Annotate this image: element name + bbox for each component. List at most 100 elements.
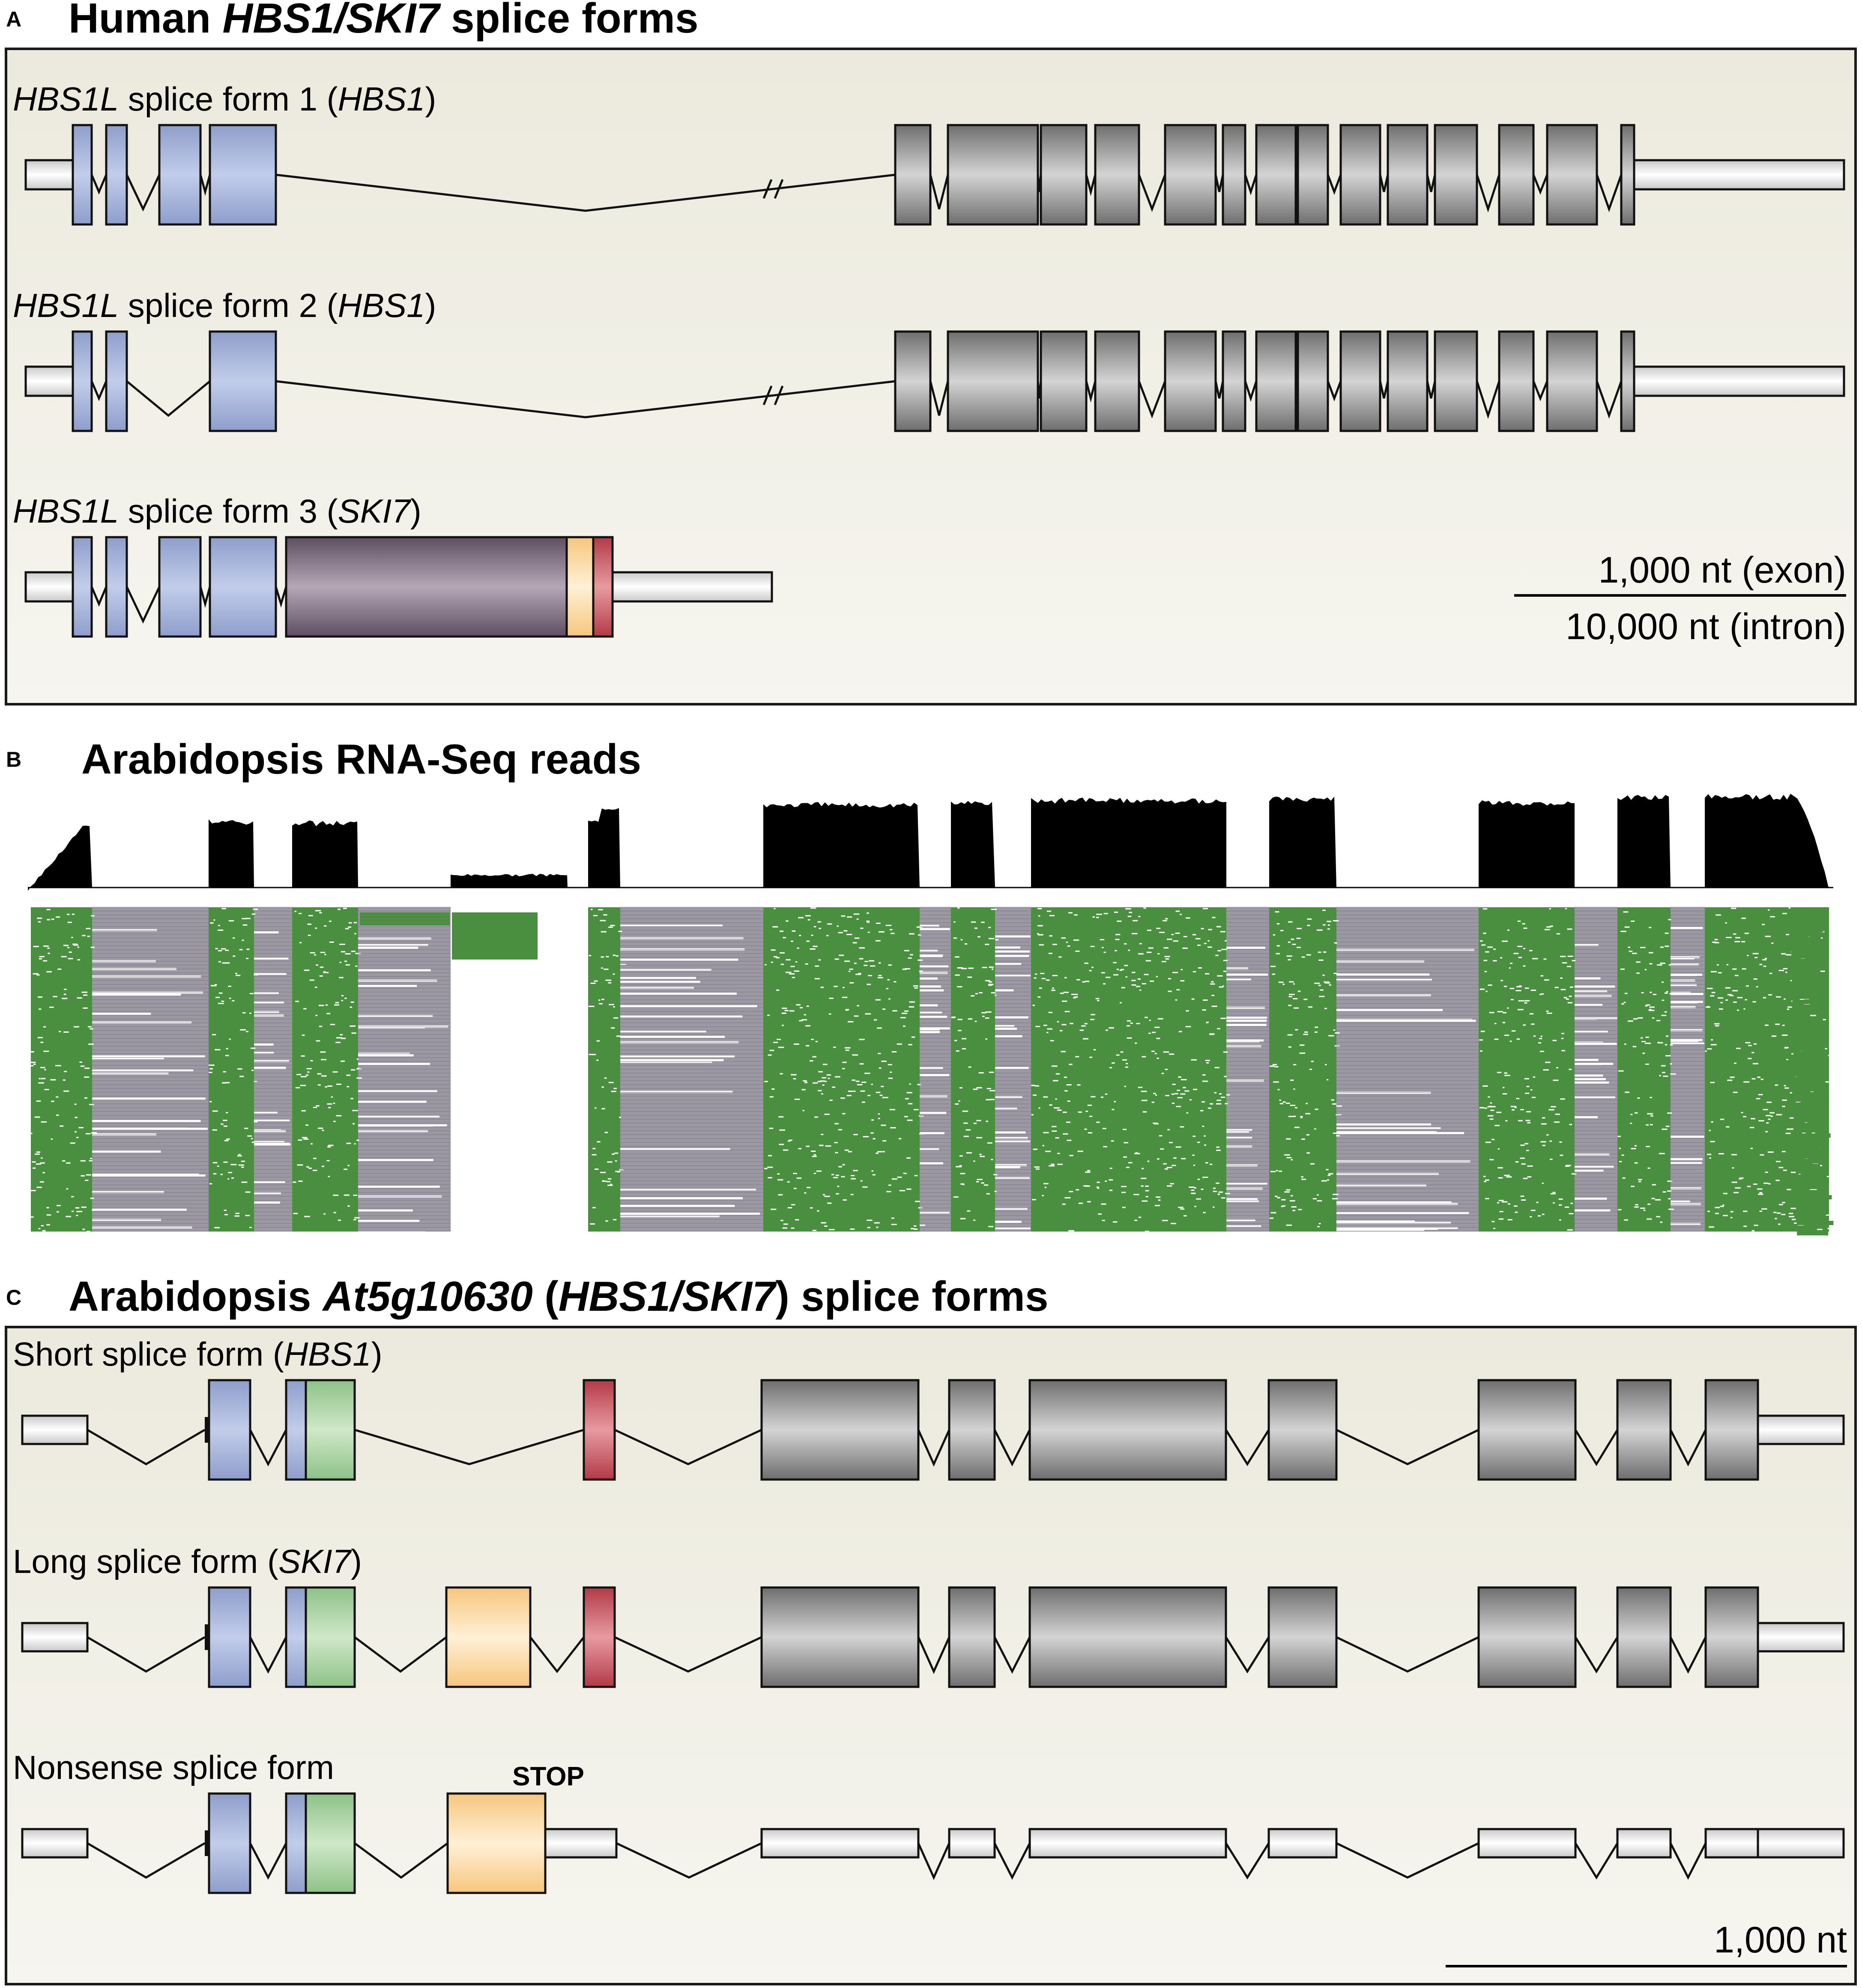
- read-gap: [953, 921, 956, 923]
- read-gap: [1567, 955, 1573, 957]
- read-gap: [1113, 962, 1117, 963]
- read-gap: [613, 973, 615, 975]
- read-gap: [319, 1025, 323, 1027]
- read-gap: [1733, 1192, 1739, 1193]
- read-gap: [354, 1217, 360, 1219]
- read-gap: [1307, 918, 1312, 920]
- exon-block: [1546, 330, 1598, 432]
- read-gap: [221, 1123, 224, 1125]
- read-gap: [1335, 1032, 1340, 1034]
- read-gap: [92, 1219, 161, 1221]
- read-gap: [799, 1007, 803, 1009]
- read-gap: [1142, 983, 1146, 984]
- read-gap: [92, 1055, 205, 1058]
- read-gap: [995, 1067, 1029, 1069]
- read-gap: [1770, 916, 1775, 918]
- read-gap: [1103, 1146, 1107, 1148]
- read-gap: [1336, 973, 1430, 976]
- read-gap: [842, 1164, 845, 1166]
- read-gap: [858, 973, 861, 975]
- read-gap: [886, 1191, 891, 1193]
- read-gap: [1288, 1115, 1291, 1117]
- read-gap: [1662, 1128, 1668, 1130]
- read-gap: [1488, 1106, 1491, 1107]
- read-gap: [995, 1025, 1015, 1027]
- read-gap: [834, 1076, 840, 1078]
- read-gap: [960, 1173, 965, 1175]
- read-gap: [1210, 1163, 1213, 1165]
- read-gap: [1575, 1096, 1616, 1098]
- read-gap: [92, 1226, 192, 1229]
- read-gap: [1226, 1039, 1264, 1042]
- read-gap: [1275, 1196, 1278, 1197]
- read-gap: [988, 1226, 993, 1227]
- read-gap: [1154, 1026, 1160, 1028]
- read-gap: [995, 1137, 1028, 1139]
- read-gap: [589, 1223, 595, 1225]
- read-gap: [1172, 1103, 1175, 1104]
- read-gap: [324, 954, 326, 955]
- read-gap: [66, 1162, 71, 1164]
- exon-block: [1164, 124, 1217, 226]
- read-gap: [1714, 1023, 1720, 1025]
- read-gap: [1712, 942, 1716, 943]
- exon-block: [1616, 1828, 1672, 1859]
- read-gap: [835, 1152, 838, 1154]
- read-gap: [985, 980, 990, 981]
- read-gap: [768, 1155, 772, 1157]
- read-gap: [310, 952, 315, 954]
- read-gap: [1490, 1102, 1492, 1104]
- read-gap: [92, 1133, 156, 1136]
- read-gap: [1782, 1099, 1787, 1101]
- exon-block: [1222, 124, 1246, 226]
- read-gap: [1489, 1118, 1494, 1120]
- read-gap: [1318, 1223, 1321, 1225]
- read-gap: [1665, 933, 1669, 934]
- read-gap: [1291, 939, 1294, 940]
- read-gap: [246, 958, 249, 960]
- read-gap: [1321, 1180, 1327, 1182]
- read-gap: [1087, 1104, 1092, 1106]
- read-gap: [777, 1173, 780, 1175]
- read-gap: [610, 1027, 615, 1029]
- exon-block: [158, 124, 202, 226]
- read-gap: [1102, 947, 1104, 948]
- read-gap: [910, 954, 913, 956]
- intron-line: [1138, 381, 1166, 419]
- exon-read-region: [763, 907, 920, 1232]
- read-gap: [303, 1008, 307, 1010]
- read-gap: [28, 1051, 34, 1052]
- read-gap: [602, 1181, 607, 1182]
- exon-block: [21, 1414, 89, 1445]
- read-gap: [358, 985, 417, 987]
- read-gap: [1043, 1025, 1047, 1026]
- read-gap: [1204, 943, 1207, 945]
- read-gap: [991, 992, 996, 994]
- read-gap: [897, 1176, 902, 1178]
- panel-c-letter: C: [6, 1285, 21, 1309]
- read-gap: [780, 952, 785, 954]
- read-gap: [1671, 1029, 1703, 1031]
- read-gap: [588, 1005, 595, 1007]
- read-gap: [1527, 1165, 1533, 1167]
- read-gap: [212, 1162, 218, 1163]
- read-gap: [1145, 1016, 1148, 1018]
- read-gap: [920, 985, 941, 988]
- read-gap: [1279, 1103, 1284, 1104]
- read-gap: [853, 1134, 858, 1136]
- read-gap: [851, 1178, 856, 1180]
- read-gap: [957, 986, 962, 988]
- read-gap: [36, 1163, 41, 1165]
- read-gap: [620, 924, 723, 927]
- read-gap: [1336, 1201, 1452, 1204]
- read-gap: [1125, 1066, 1128, 1068]
- read-gap: [976, 1181, 979, 1183]
- read-gap: [1741, 918, 1746, 919]
- read-gap: [618, 930, 622, 932]
- read-gap: [1201, 1188, 1204, 1190]
- read-gap: [1082, 981, 1085, 983]
- read-gap: [1650, 1097, 1652, 1098]
- read-gap: [355, 953, 361, 954]
- read-block: [1793, 1041, 1823, 1045]
- read-gap: [1575, 1041, 1604, 1044]
